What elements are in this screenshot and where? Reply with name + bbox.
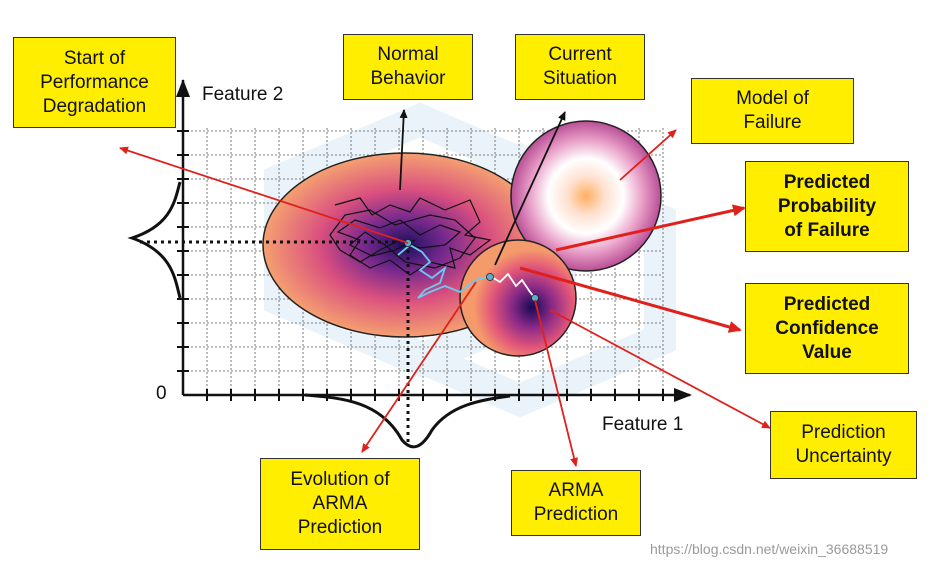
predicted-confidence-box: Predicted Confidence Value <box>745 283 909 374</box>
normal-behavior-box: Normal Behavior <box>343 34 473 100</box>
model-failure-arrow <box>619 129 677 181</box>
origin-label: 0 <box>156 383 167 404</box>
prediction-uncertainty-box: Prediction Uncertainty <box>770 411 917 479</box>
arma-evolution-trajectory <box>397 243 491 299</box>
predicted-confidence-arrow <box>519 266 742 333</box>
axis-ticks <box>177 130 664 401</box>
evolution-arma-arrow <box>361 281 477 453</box>
feature2-distribution-curve <box>127 181 182 299</box>
feature2-axis-label: Feature 2 <box>202 84 284 105</box>
model-failure-box: Model of Failure <box>691 78 854 144</box>
prediction-uncertainty-arrow <box>549 309 771 429</box>
start-degradation-box: Start of Performance Degradation <box>13 37 176 128</box>
projection-lines <box>140 240 410 445</box>
normal-behavior-trajectory <box>329 197 492 276</box>
current-situation-arrow <box>494 111 566 266</box>
start-degradation-arrow <box>119 146 409 244</box>
feature1-axis-label: Feature 1 <box>602 414 684 435</box>
arma-prediction-trajectory <box>489 272 536 299</box>
y-axis-arrowhead-icon <box>176 79 190 97</box>
x-axis-arrowhead-icon <box>674 388 692 402</box>
current-situation-box: Current Situation <box>515 34 645 100</box>
predicted-probability-box: Predicted Probability of Failure <box>745 161 909 252</box>
prediction-uncertainty-region <box>459 239 577 357</box>
normal-behavior-arrow <box>399 109 408 191</box>
watermark-text: https://blog.csdn.net/weixin_36688519 <box>650 541 889 557</box>
evolution-arma-box: Evolution of ARMA Prediction <box>260 458 420 550</box>
arma-prediction-arrow <box>534 299 578 467</box>
axes <box>176 79 692 402</box>
predicted-probability-arrow <box>555 204 746 252</box>
feature1-distribution-curve <box>304 393 511 449</box>
current-situation-point <box>486 273 494 281</box>
arma-prediction-box: ARMA Prediction <box>511 470 641 536</box>
